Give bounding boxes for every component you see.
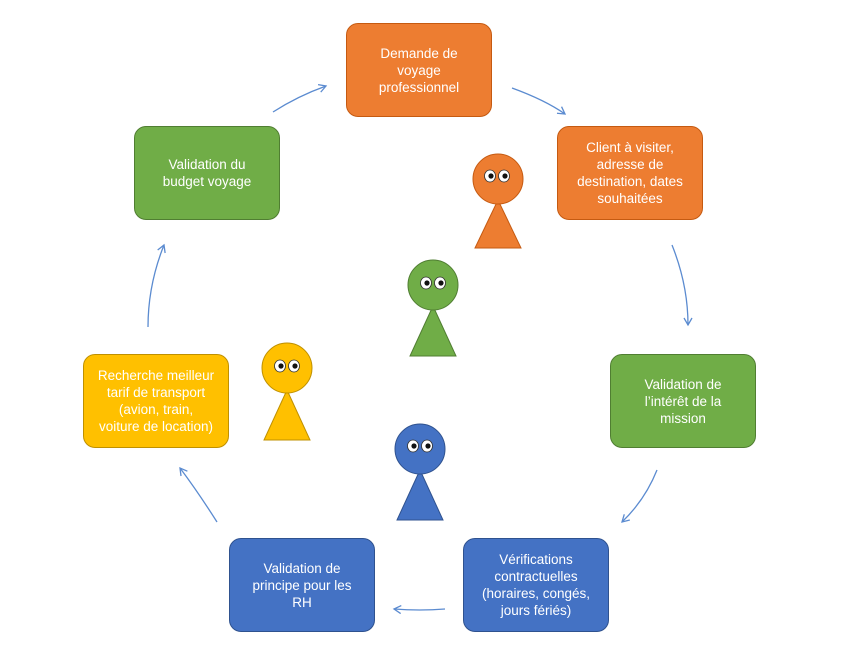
- step-demande-box: Demande de voyage professionnel: [346, 23, 492, 117]
- step-verifications-box: Vérifications contractuelles (horaires, …: [463, 538, 609, 632]
- yellow-figure: [261, 342, 313, 441]
- step-budget-label: Validation du budget voyage: [162, 157, 252, 189]
- step-interet-label: Validation de l’intérêt de la mission: [644, 376, 722, 426]
- arrow-budget-to-demande: [272, 83, 328, 113]
- green-figure: [407, 259, 459, 357]
- step-client-label: Client à visiter, adresse de destination…: [577, 140, 683, 206]
- blue-figure: [394, 423, 446, 521]
- step-recherche-box: Recherche meilleur tarif de transport (a…: [83, 354, 229, 448]
- arrow-recherche-to-budget: [147, 243, 166, 328]
- step-rh-box: Validation de principe pour les RH: [229, 538, 375, 632]
- step-rh-label: Validation de principe pour les RH: [252, 560, 352, 610]
- arrow-interet-to-verif: [621, 469, 658, 523]
- step-interet-box: Validation de l’intérêt de la mission: [610, 354, 756, 448]
- step-recherche-label: Recherche meilleur tarif de transport (a…: [97, 368, 215, 434]
- arrow-verif-to-rh: [392, 604, 446, 615]
- arrow-client-to-interet: [671, 244, 693, 327]
- step-verifications-label: Vérifications contractuelles (horaires, …: [481, 552, 591, 618]
- arrow-demande-to-client: [511, 87, 567, 115]
- orange-figure: [472, 153, 524, 249]
- step-budget-box: Validation du budget voyage: [134, 126, 280, 220]
- arrow-rh-to-recherche: [179, 466, 218, 523]
- step-demande-label: Demande de voyage professionnel: [378, 45, 460, 95]
- step-client-box: Client à visiter, adresse de destination…: [557, 126, 703, 220]
